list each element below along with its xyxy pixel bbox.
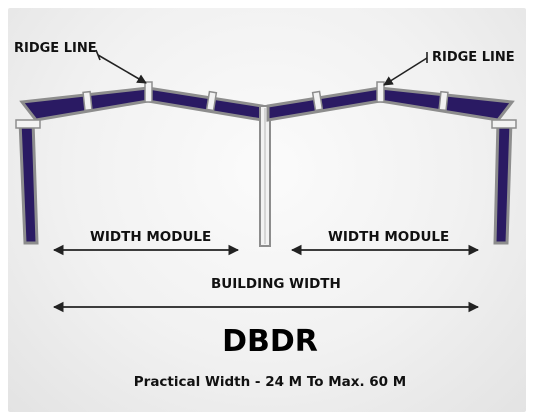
right-span-frame xyxy=(266,81,517,245)
left-rafter xyxy=(19,86,264,122)
diagram-title: DBDR xyxy=(222,324,318,359)
width-module-label-left: WIDTH MODULE xyxy=(90,229,211,245)
left-column xyxy=(18,119,39,245)
building-width-label: BUILDING WIDTH xyxy=(211,276,341,292)
center-column xyxy=(259,105,271,247)
ridge-leader-left xyxy=(97,54,147,84)
ridge-plate xyxy=(144,81,153,103)
splice-plate xyxy=(311,90,324,112)
right-rafter xyxy=(266,86,515,122)
left-haunch-plate xyxy=(15,119,41,129)
splice-plate xyxy=(82,90,93,112)
diagram-subtitle: Practical Width - 24 M To Max. 60 M xyxy=(134,374,406,390)
ridge-line-label-right: RIDGE LINE xyxy=(432,50,515,65)
splice-plate xyxy=(205,90,218,112)
ridge-line-label-left: RIDGE LINE xyxy=(14,41,97,56)
ridge-plate xyxy=(376,81,385,103)
splice-plate xyxy=(438,90,449,112)
right-column xyxy=(493,119,513,245)
right-haunch-plate xyxy=(491,119,517,129)
left-span-frame xyxy=(15,81,264,245)
width-module-label-right: WIDTH MODULE xyxy=(328,229,449,245)
ridge-leader-right xyxy=(383,57,428,86)
ridge-leader-left-tick xyxy=(95,49,101,61)
